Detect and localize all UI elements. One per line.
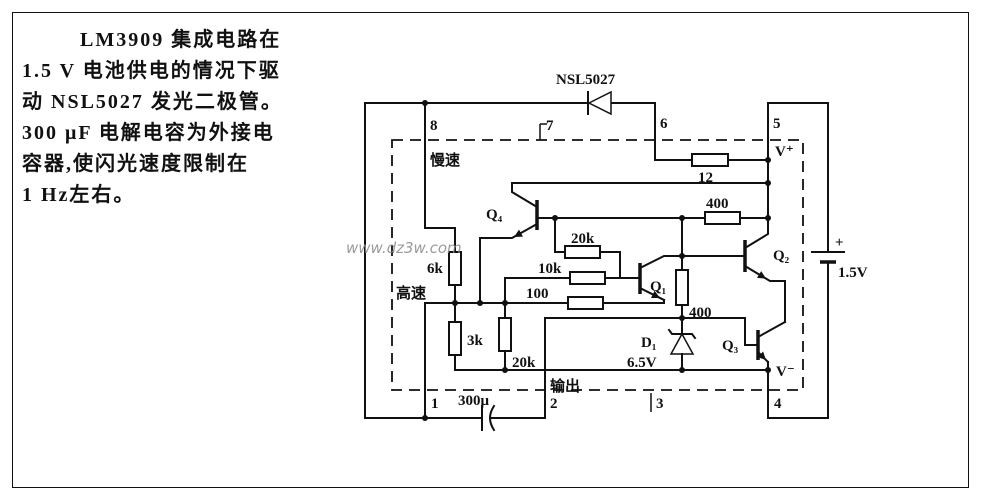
resistor-400-top-label: 400 — [706, 196, 729, 212]
figure-frame — [12, 12, 969, 488]
led-diode-icon — [587, 90, 612, 116]
junction-dot — [452, 300, 458, 306]
q2-label: Q₂ — [773, 248, 790, 264]
description-line-3: 动 NSL5027 发光二极管。 — [22, 91, 283, 113]
wire-20k-top-right — [599, 251, 621, 279]
description-line-6: 1 Hz左右。 — [22, 184, 136, 206]
battery-polarity-label: + — [835, 235, 844, 251]
wire-pin8-slow — [424, 102, 456, 253]
resistor-3k-label: 3k — [467, 333, 484, 349]
resistor-12 — [691, 153, 729, 167]
pin-8-label: 8 — [430, 118, 438, 134]
resistor-12-label: 12 — [698, 170, 713, 186]
resistor-20k-bottom — [498, 317, 512, 352]
description-line-2: 1.5 V 电池供电的情况下驱 — [22, 60, 281, 82]
pin-4-label: 4 — [774, 396, 782, 412]
wire-q2-emitter — [743, 264, 786, 323]
zener-diode-icon — [669, 332, 695, 355]
wire-battery-negative — [767, 261, 829, 419]
resistor-100-label: 100 — [526, 286, 549, 302]
pin-3-label: 3 — [656, 396, 664, 412]
pin7-stub — [539, 123, 547, 140]
junction-dot — [477, 300, 483, 306]
resistor-400-side — [675, 269, 689, 306]
resistor-10k-label: 10k — [538, 261, 562, 277]
q3-emitter-arrow-icon — [757, 351, 766, 360]
output-label: 输出 — [550, 377, 580, 395]
watermark: www.dz3w.com — [346, 239, 462, 257]
junction-dot — [765, 157, 771, 163]
fast-label: 高速 — [396, 284, 426, 302]
wire-pin2-output — [489, 317, 759, 419]
junction-dot — [422, 415, 428, 421]
wire-q2-collector — [743, 217, 769, 250]
wire-q1-collector — [638, 255, 683, 270]
junction-dot — [765, 180, 771, 186]
resistor-400-side-label: 400 — [689, 305, 712, 321]
junction-dot — [679, 367, 685, 373]
capacitor-label: 300μ — [458, 393, 490, 409]
q4-label: Q₄ — [486, 207, 503, 223]
junction-dot — [765, 367, 771, 373]
junction-dot — [422, 100, 428, 106]
led-label: NSL5027 — [556, 72, 616, 88]
vplus-label: V⁺ — [775, 144, 794, 160]
junction-dot — [679, 215, 685, 221]
resistor-100 — [567, 296, 604, 310]
description-line-5: 容器,使闪光速度限制在 — [22, 153, 249, 175]
battery-voltage-label: 1.5V — [838, 265, 868, 281]
junction-dot — [502, 367, 508, 373]
resistor-20k-top-label: 20k — [571, 231, 595, 247]
q3-label: Q₃ — [722, 338, 739, 354]
resistor-3k — [448, 321, 462, 356]
q4-emitter-arrow-icon — [514, 229, 523, 237]
pin-1-label: 1 — [431, 396, 439, 412]
zener-voltage-label: 6.5V — [627, 355, 657, 371]
junction-dot — [765, 215, 771, 221]
pin-7-label: 7 — [546, 118, 554, 134]
wire-pin6 — [611, 102, 693, 161]
q1-label: Q₁ — [650, 279, 666, 295]
capacitor-curved-plate — [489, 404, 496, 432]
junction-dot — [552, 215, 558, 221]
q2-emitter-arrow-icon — [757, 271, 766, 279]
description-line-4: 300 μF 电解电容为外接电 — [22, 122, 275, 144]
wire-q4-collector — [511, 182, 769, 209]
vminus-label: V⁻ — [776, 364, 795, 380]
junction-dot — [502, 300, 508, 306]
resistor-20k-bottom-label: 20k — [512, 355, 536, 371]
wire-left-loop — [364, 102, 483, 419]
wire-q3-collector — [756, 320, 787, 339]
junction-dot — [679, 253, 685, 259]
description-line-1: LM3909 集成电路在 — [80, 29, 282, 51]
d1-label: D₁ — [641, 335, 656, 351]
wire-20k-top-left — [554, 217, 566, 253]
ic-boundary — [391, 139, 804, 391]
resistor-20k-top — [564, 245, 601, 259]
junction-dot — [679, 315, 685, 321]
wire-100-right — [602, 299, 665, 304]
wire-battery-positive — [767, 102, 829, 253]
q1-emitter-arrow-icon — [651, 290, 660, 298]
slow-label: 慢速 — [430, 151, 460, 169]
resistor-10k — [569, 271, 606, 285]
resistor-400-top — [704, 211, 741, 225]
wire-internal-ground — [454, 354, 769, 371]
resistor-6k-label: 6k — [427, 261, 444, 277]
wire-q4-emitter — [479, 222, 539, 304]
pin-5-label: 5 — [773, 116, 781, 132]
pin-6-label: 6 — [660, 116, 668, 132]
pin-2-label: 2 — [550, 396, 558, 412]
